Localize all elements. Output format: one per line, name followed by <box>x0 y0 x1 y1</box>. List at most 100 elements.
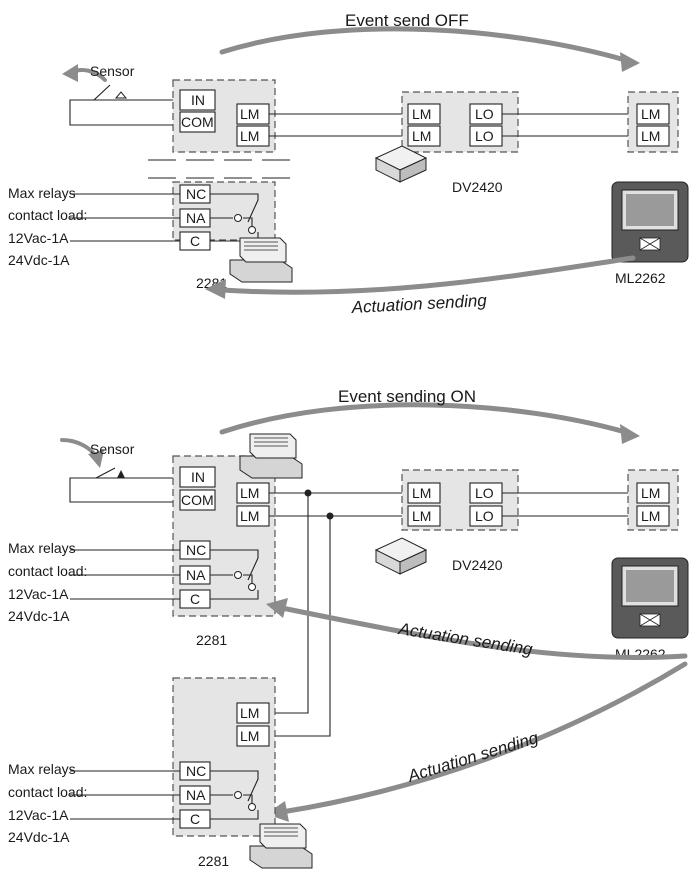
relay-note-line-1: Max relays <box>8 540 76 556</box>
dv2420-lm-1 <box>407 482 441 504</box>
arrow-head <box>266 801 289 822</box>
dv2420-lo-2-label: LO <box>475 128 494 144</box>
relay-wires <box>70 193 180 242</box>
ml2262-lm-2-label: LM <box>641 508 660 524</box>
terminal-lm-1-label: LM <box>240 705 259 721</box>
relay-note-line-4: 24Vdc-1A <box>8 252 70 268</box>
terminal-nc-label: NC <box>186 763 206 779</box>
monitor-icon <box>611 181 689 263</box>
terminal-c-label: C <box>190 233 200 249</box>
dv2420-lm-1-label: LM <box>412 485 431 501</box>
relay-note-line-1: Max relays <box>8 185 76 201</box>
sensor-contact-icon <box>117 470 125 478</box>
actuation-sending-label-a: Actuation sending <box>396 619 534 659</box>
din-module-icon <box>229 237 293 283</box>
relay-note-line-4: 24Vdc-1A <box>8 829 70 845</box>
terminal-lm-2 <box>236 725 270 747</box>
event-send-off-arrow <box>219 26 628 63</box>
dv2420-device-icon <box>374 537 428 575</box>
sensor-contact-icon <box>114 91 128 99</box>
module-2281-a-name: 2281 <box>196 632 227 648</box>
relay-note-line-3: 12Vac-1A <box>8 230 69 246</box>
ml2262-lm-2-label: LM <box>641 128 660 144</box>
actuation-sending-label-b: Actuation sending <box>405 728 541 786</box>
terminal-na-label: NA <box>186 210 206 226</box>
branch-wire-1 <box>269 493 309 714</box>
relay-node <box>234 791 242 799</box>
ml2262-lm-2 <box>636 505 670 527</box>
dv2420-device-icon <box>374 145 428 183</box>
sensor-label-2: Sensor <box>90 441 135 457</box>
relay-note-line-3: 12Vac-1A <box>8 807 69 823</box>
module-2281-b-name: 2281 <box>198 853 229 869</box>
relay-node <box>248 226 256 234</box>
terminal-lm-1-label: LM <box>240 485 259 501</box>
event-sending-on-arrow <box>219 402 628 435</box>
event-send-off-label: Event send OFF <box>345 11 469 30</box>
arrow-head <box>620 52 640 72</box>
actuation-sending-label: Actuation sending <box>350 291 488 317</box>
relay-contact <box>210 193 259 242</box>
diagram-1: Event send OFF Sensor IN COM LM LM NC NA… <box>8 11 689 317</box>
terminal-lm-2-label: LM <box>240 728 259 744</box>
terminal-lm-1 <box>236 702 270 724</box>
monitor-icon <box>611 557 689 639</box>
relay-note-line-2: contact load: <box>8 207 87 223</box>
actuation-sending-arrow <box>219 255 636 295</box>
dv2420-name: DV2420 <box>452 179 503 195</box>
sensor-label: Sensor <box>90 63 135 79</box>
relay-node <box>248 803 256 811</box>
terminal-na-label: NA <box>186 567 206 583</box>
dv2420-lm-1 <box>407 103 441 125</box>
event-sending-on-label: Event sending ON <box>338 387 476 406</box>
dv2420-lm-2 <box>407 125 441 147</box>
relay-note-line-4: 24Vdc-1A <box>8 608 70 624</box>
dv2420-lo-2-label: LO <box>475 508 494 524</box>
relay-note-line-3: 12Vac-1A <box>8 586 69 602</box>
relay-note-line-2: contact load: <box>8 563 87 579</box>
relay-node <box>248 583 256 591</box>
sensor-wire-2 <box>69 467 178 503</box>
dv2420-lm-2-label: LM <box>412 128 431 144</box>
relay-node <box>234 214 242 222</box>
ml2262-lm-1 <box>636 482 670 504</box>
relay-note-line-2: contact load: <box>8 784 87 800</box>
relay-node <box>234 571 242 579</box>
dv2420-lo-1-label: LO <box>475 485 494 501</box>
dv2420-lm-2-label: LM <box>412 508 431 524</box>
ml2262-lm-1 <box>636 103 670 125</box>
diagram-2: Event sending ON Sensor IN COM LM LM NC … <box>8 387 689 869</box>
arrow-head <box>88 450 104 468</box>
terminal-com <box>179 111 216 133</box>
terminal-nc-label: NC <box>186 542 206 558</box>
terminal-c-label: C <box>190 591 200 607</box>
branch-wire-2 <box>269 516 331 737</box>
terminal-in-label: IN <box>191 469 205 485</box>
terminal-lm-2-label: LM <box>240 508 259 524</box>
dv2420-lo-1-label: LO <box>475 106 494 122</box>
relay-note-line-1: Max relays <box>8 761 76 777</box>
terminal-lm-2-label: LM <box>240 128 259 144</box>
relay-contact <box>210 770 259 820</box>
arrow-head <box>266 598 288 618</box>
ml2262-lm-1-label: LM <box>641 485 660 501</box>
terminal-lm-1-label: LM <box>240 106 259 122</box>
terminal-com-label: COM <box>181 114 214 130</box>
dv2420-lm-2 <box>407 505 441 527</box>
terminal-nc-label: NC <box>186 186 206 202</box>
arrow-head <box>62 64 78 82</box>
sensor-wire <box>69 84 178 126</box>
relay-contact <box>210 549 259 600</box>
terminal-in <box>179 89 216 111</box>
dv2420-lm-1-label: LM <box>412 106 431 122</box>
terminal-com-label: COM <box>181 492 214 508</box>
arrow-head <box>205 279 226 299</box>
terminal-c-label: C <box>190 811 200 827</box>
terminal-na-label: NA <box>186 787 206 803</box>
din-module-icon <box>249 823 313 869</box>
terminal-in <box>179 466 216 488</box>
ml2262-lm-2 <box>636 125 670 147</box>
ml2262-lm-1-label: LM <box>641 106 660 122</box>
arrow-head <box>620 424 640 444</box>
